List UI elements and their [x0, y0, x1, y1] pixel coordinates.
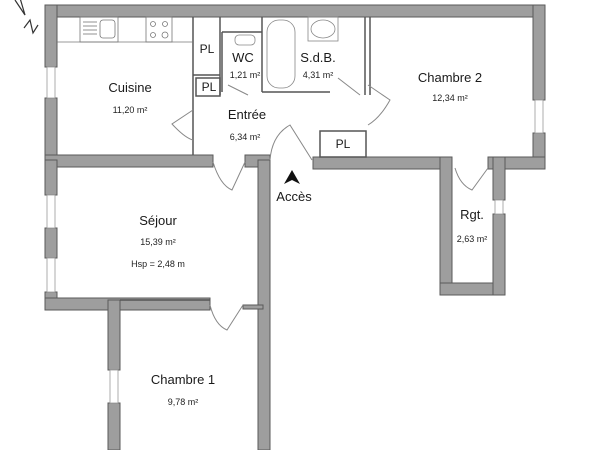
closet-label: PL: [335, 137, 351, 151]
room-name-rgt: Rgt.: [460, 207, 484, 222]
access-arrow-icon: [284, 170, 300, 184]
room-area-chambre2: 12,34 m²: [432, 93, 468, 103]
kitchen-counter: [57, 16, 193, 43]
room-area-entree: 6,34 m²: [229, 132, 261, 142]
room-name-entree: Entrée: [227, 107, 267, 122]
room-name-sejour: Séjour: [139, 213, 177, 228]
room-name-sdb: S.d.B.: [300, 50, 336, 65]
walls: [44, 4, 546, 450]
room-area-chambre1: 9,78 m²: [167, 397, 199, 407]
room-area-cuisine: 11,20 m²: [112, 105, 148, 115]
room-name-chambre2: Chambre 2: [417, 70, 483, 85]
room-area-rgt: 2,63 m²: [456, 234, 488, 244]
closet-label: PL: [199, 42, 215, 56]
closet-label: PL: [201, 80, 217, 94]
partitions: [120, 17, 371, 301]
room-height-sejour: Hsp = 2,48 m: [131, 259, 185, 269]
room-name-wc: WC: [232, 50, 254, 65]
access-label: Accès: [276, 189, 312, 204]
compass-icon: [14, 0, 39, 35]
bathroom-fixtures: [234, 16, 339, 89]
doors: [171, 77, 489, 331]
room-area-wc: 1,21 m²: [229, 70, 261, 80]
room-area-sdb: 4,31 m²: [302, 70, 334, 80]
windows: [46, 66, 544, 404]
room-name-chambre1: Chambre 1: [150, 372, 216, 387]
room-area-sejour: 15,39 m²: [140, 237, 176, 247]
room-name-cuisine: Cuisine: [108, 80, 152, 95]
